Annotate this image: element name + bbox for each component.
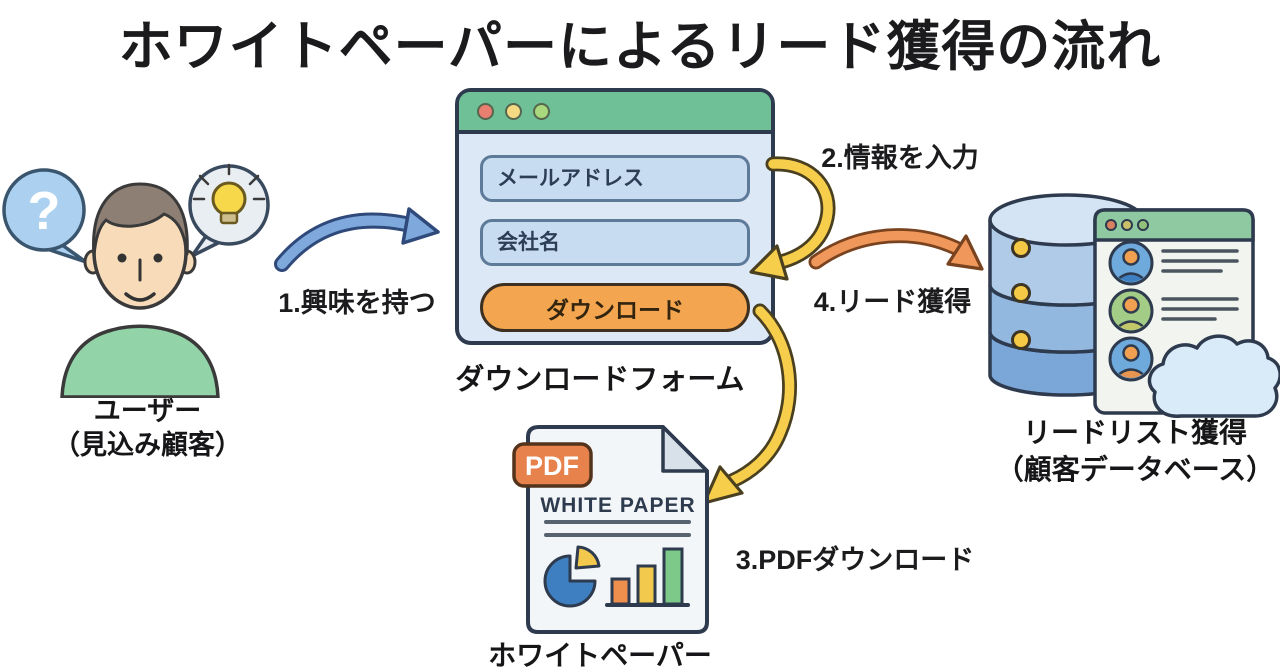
- card-dot-icon: [1105, 219, 1117, 231]
- db-indicator-icon: [1011, 238, 1031, 258]
- shirt: [60, 324, 220, 398]
- card-dot-icon: [1121, 219, 1133, 231]
- user-illustration: ?: [2, 163, 270, 398]
- whitepaper-heading: WHITE PAPER: [540, 494, 695, 517]
- contact-avatar-icon: [1108, 288, 1154, 334]
- step4-label: 4.リード獲得: [813, 287, 972, 317]
- step2-label: 2.情報を入力: [821, 143, 979, 173]
- database-caption-line1: リードリスト獲得: [1022, 417, 1247, 448]
- hair: [92, 182, 189, 258]
- user-avatar: [60, 182, 220, 398]
- question-mark-icon: ?: [28, 181, 61, 241]
- page-title: ホワイトペーパーによるリード獲得の流れ: [118, 17, 1162, 77]
- window-control-yellow-icon: [505, 102, 522, 120]
- question-bubble-icon: ?: [2, 168, 88, 264]
- bar-chart-icon: [605, 547, 690, 607]
- user-caption-line1: ユーザー: [93, 396, 202, 426]
- database-illustration: [988, 193, 1280, 418]
- download-form-caption: ダウンロードフォーム: [455, 364, 745, 396]
- arrow-step3-icon: [702, 303, 797, 505]
- step3-label: 3.PDFダウンロード: [735, 545, 975, 575]
- db-indicator-icon: [1011, 330, 1031, 350]
- arrow-step2-icon: [749, 156, 836, 281]
- text-lines-icon: [544, 520, 691, 537]
- download-button[interactable]: ダウンロード: [480, 283, 750, 332]
- lightbulb-bubble-icon: [188, 163, 270, 258]
- db-indicator-icon: [1011, 283, 1031, 303]
- whitepaper-caption: ホワイトペーパー: [488, 640, 712, 669]
- whitepaper-document: PDF WHITE PAPER: [512, 425, 709, 634]
- window-titlebar: [459, 92, 771, 134]
- database-caption-line2: （顧客データベース）: [995, 454, 1275, 485]
- arrow-step1-icon: [274, 207, 440, 272]
- window-control-red-icon: [477, 102, 494, 120]
- user-caption: ユーザー （見込み顧客）: [20, 394, 275, 462]
- contact-text-lines-icon: [1161, 249, 1239, 321]
- pie-chart-icon: [543, 545, 601, 608]
- contact-avatar-icon: [1108, 240, 1154, 286]
- lightbulb-icon: [211, 181, 247, 217]
- contact-avatar-icon: [1108, 336, 1154, 382]
- pdf-badge: PDF: [512, 442, 593, 488]
- company-input[interactable]: [480, 219, 750, 266]
- pdf-badge-label: PDF: [525, 451, 579, 481]
- database-caption: リードリスト獲得 （顧客データベース）: [990, 414, 1280, 488]
- download-form-window: ダウンロード: [455, 88, 775, 345]
- card-dot-icon: [1137, 219, 1149, 231]
- user-caption-line2: （見込み顧客）: [53, 430, 242, 460]
- email-input[interactable]: [480, 155, 750, 202]
- step1-label: 1.興味を持つ: [278, 288, 436, 318]
- window-control-green-icon: [533, 102, 550, 120]
- page-fold-icon: [661, 425, 709, 473]
- database-icon: [988, 193, 1145, 397]
- form-body: ダウンロード: [459, 134, 771, 332]
- cloud-icon: [1147, 334, 1280, 418]
- arrow-step4-icon: [808, 228, 984, 271]
- bulb-rays-icon: [192, 163, 266, 201]
